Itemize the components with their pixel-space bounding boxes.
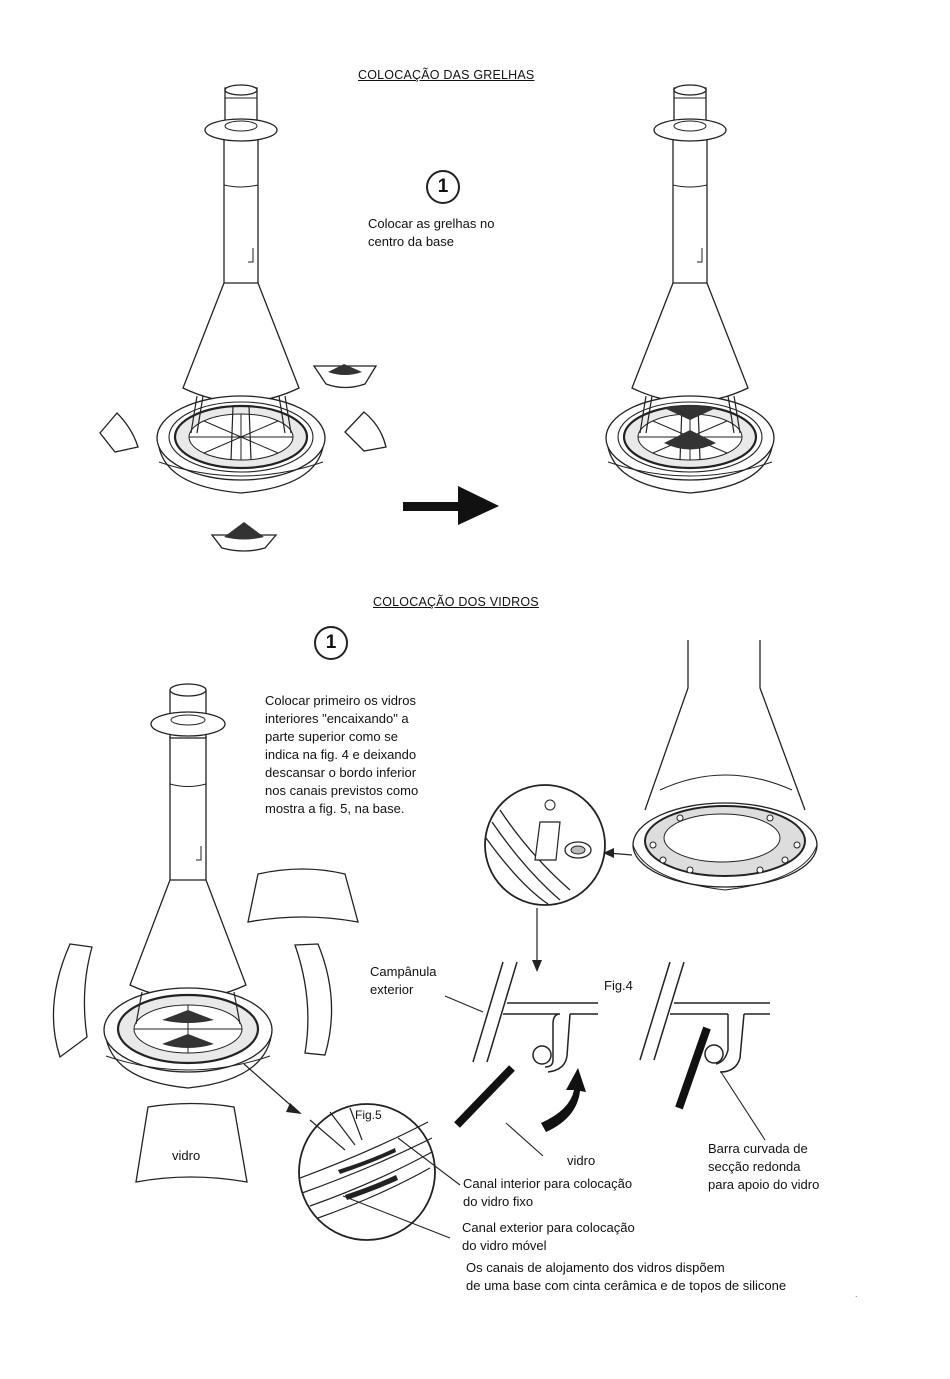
- glass-instruction-line: parte superior como se: [265, 729, 398, 744]
- glass-panel-left: [52, 943, 93, 1059]
- fig4-label: Fig.4: [604, 978, 633, 993]
- fig5-pointer-line: [243, 1063, 297, 1111]
- label-line: secção redonda: [708, 1159, 801, 1174]
- glass-bar-tilted: [454, 1065, 515, 1128]
- rotation-arrow-icon: [541, 1068, 586, 1132]
- label-barra: Barra curvada de secção redonda para apo…: [708, 1140, 819, 1194]
- label-line: Canal exterior para colocação: [462, 1220, 635, 1235]
- glass-instruction-line: mostra a fig. 5, na base.: [265, 801, 405, 816]
- step-number-badge-glass: 1: [314, 626, 348, 660]
- label-line: Campânula: [370, 964, 437, 979]
- glass-panel-bottom: [135, 1102, 248, 1183]
- fig5-label: Fig.5: [355, 1108, 382, 1122]
- note-line: Os canais de alojamento dos vidros dispõ…: [466, 1260, 725, 1275]
- fireplace-hood-illustration: [632, 640, 818, 891]
- grates-instruction-line: centro da base: [368, 234, 455, 249]
- grates-instruction-line: Colocar as grelhas no: [368, 216, 495, 231]
- grate-piece-left: [99, 412, 139, 453]
- label-line: exterior: [370, 982, 414, 997]
- label-line: do vidro móvel: [462, 1238, 547, 1253]
- glass-instruction-line: Colocar primeiro os vidros: [265, 693, 416, 708]
- glass-bar-fitted: [675, 1026, 711, 1110]
- glass-panel-right: [294, 943, 333, 1056]
- grate-piece-bottom: [210, 522, 278, 552]
- label-canal-exterior: Canal exterior para colocação do vidro m…: [462, 1219, 635, 1255]
- label-line: Barra curvada de: [708, 1141, 808, 1156]
- transition-arrow-icon: [403, 486, 499, 525]
- label-line: Canal interior para colocação: [463, 1176, 633, 1191]
- glass-panel-top: [247, 868, 359, 923]
- label-vidro-arrow: vidro: [567, 1153, 596, 1168]
- note-line: de uma base com cinta cerâmica e de topo…: [466, 1278, 787, 1293]
- step-number-badge-grates: 1: [426, 170, 460, 204]
- grate-placed-top: [664, 405, 716, 420]
- fig4-cross-section: [472, 961, 770, 1073]
- section-title-grates: COLOCAÇÃO DAS GRELHAS: [358, 68, 535, 82]
- leader-lines: [342, 995, 766, 1239]
- grate-piece-top-right: [312, 364, 378, 389]
- note-silicone: Os canais de alojamento dos vidros dispõ…: [466, 1259, 786, 1295]
- label-campanula: Campânula exterior: [370, 963, 437, 999]
- label-line: do vidro fixo: [463, 1194, 534, 1209]
- grate-placed-bottom: [664, 430, 716, 450]
- hood-detail-circle: [484, 784, 606, 906]
- fig5-detail-circle: [298, 1103, 436, 1241]
- glass-instruction-line: interiores "encaixando" a: [265, 711, 409, 726]
- glass-instruction-line: indica na fig. 4 e deixando: [265, 747, 417, 762]
- label-line: para apoio do vidro: [708, 1177, 820, 1192]
- label-vidro-panel: vidro: [172, 1148, 201, 1163]
- section-title-glass: COLOCAÇÃO DOS VIDROS: [373, 595, 539, 609]
- fireplace-before-illustration: [155, 83, 327, 495]
- grate-piece-right: [344, 411, 387, 452]
- fireplace-glass-illustration: [103, 683, 273, 1089]
- glass-instruction-line: nos canais previstos como: [265, 783, 419, 798]
- label-canal-interior: Canal interior para colocação do vidro f…: [463, 1175, 632, 1211]
- corner-mark: .: [855, 1289, 858, 1299]
- grates-instruction: Colocar as grelhas no centro da base: [368, 215, 494, 251]
- glass-instruction: Colocar primeiro os vidros interiores "e…: [265, 692, 418, 818]
- glass-instruction-line: descansar o bordo inferior: [265, 765, 417, 780]
